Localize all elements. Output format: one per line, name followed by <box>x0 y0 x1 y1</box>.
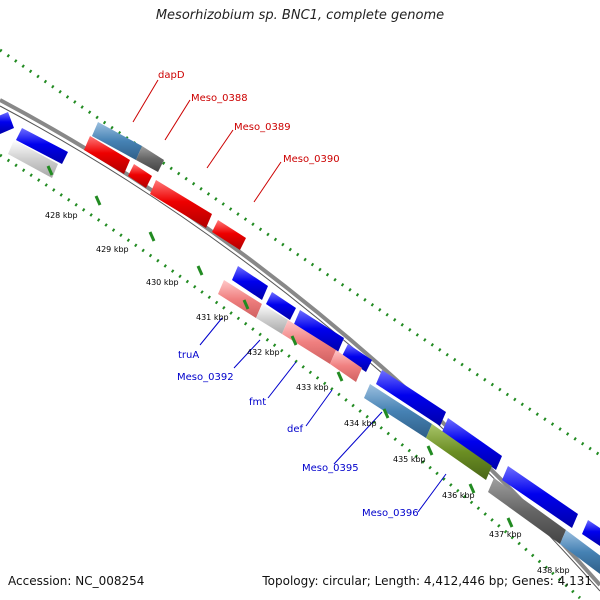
gene-feature[interactable] <box>330 350 362 382</box>
scale-label: 438 kbp <box>537 566 570 575</box>
gene-feature[interactable] <box>488 478 566 544</box>
gene-feature[interactable] <box>8 140 58 178</box>
gene-feature[interactable] <box>84 136 130 174</box>
gene-feature[interactable] <box>92 122 142 160</box>
gene-label-bottom[interactable]: def <box>287 424 304 435</box>
scale-label: 431 kbp <box>196 313 229 322</box>
gene-feature[interactable] <box>582 520 600 546</box>
gene-feature[interactable] <box>502 466 578 528</box>
gene-feature[interactable] <box>294 310 344 352</box>
gene-feature[interactable] <box>376 370 446 426</box>
genome-backbone <box>0 98 600 592</box>
gene-feature[interactable] <box>560 530 600 574</box>
scale-labels: 428 kbp 429 kbp 430 kbp 431 kbp 432 kbp … <box>45 211 570 575</box>
gene-feature[interactable] <box>266 292 296 320</box>
scale-label: 430 kbp <box>146 278 179 287</box>
gene-feature[interactable] <box>0 112 14 134</box>
scale-label: 434 kbp <box>344 419 377 428</box>
scale-label: 432 kbp <box>247 348 280 357</box>
gene-label-bottom[interactable]: Meso_0396 <box>362 508 419 519</box>
scale-ticks <box>46 165 514 528</box>
outer-feature-row <box>0 112 600 546</box>
top-gene-labels: dapD Meso_0388 Meso_0389 Meso_0390 <box>158 70 340 165</box>
scale-label: 437 kbp <box>489 530 522 539</box>
gene-feature[interactable] <box>232 266 268 300</box>
gene-feature[interactable] <box>282 320 336 364</box>
gene-feature[interactable] <box>426 424 492 480</box>
bottom-leader-lines <box>199 317 447 513</box>
gene-feature[interactable] <box>218 280 262 318</box>
top-leader-lines <box>132 79 282 203</box>
gene-feature[interactable] <box>16 128 68 164</box>
gene-feature[interactable] <box>342 344 372 372</box>
gene-label-top[interactable]: Meso_0388 <box>191 93 248 104</box>
gene-label-top[interactable]: Meso_0390 <box>283 154 340 165</box>
scale-label: 429 kbp <box>96 245 129 254</box>
accession-text: Accession: NC_008254 <box>8 574 145 588</box>
gene-feature[interactable] <box>212 220 246 250</box>
gene-feature[interactable] <box>136 146 164 172</box>
reverse-feature-row <box>84 136 246 250</box>
gene-feature[interactable] <box>128 164 152 188</box>
scale-label: 436 kbp <box>442 491 475 500</box>
gene-label-bottom[interactable]: truA <box>178 350 199 361</box>
scale-label: 435 kbp <box>393 455 426 464</box>
scale-label: 433 kbp <box>296 383 329 392</box>
scale-label: 428 kbp <box>45 211 78 220</box>
gene-feature[interactable] <box>364 384 432 438</box>
inner-feature-row <box>8 140 600 574</box>
gene-label-bottom[interactable]: Meso_0395 <box>302 463 359 474</box>
gene-feature[interactable] <box>150 180 212 228</box>
gene-feature[interactable] <box>256 304 288 334</box>
page-title: Mesorhizobium sp. BNC1, complete genome <box>155 8 445 23</box>
outer-dotted-track <box>0 48 600 457</box>
gene-label-bottom[interactable]: Meso_0392 <box>177 372 234 383</box>
gene-label-bottom[interactable]: fmt <box>249 397 266 408</box>
bottom-gene-labels: truA Meso_0392 fmt def Meso_0395 Meso_03… <box>177 350 419 519</box>
gene-label-top[interactable]: dapD <box>158 70 185 81</box>
genome-summary-text: Topology: circular; Length: 4,412,446 bp… <box>262 574 592 588</box>
gene-label-top[interactable]: Meso_0389 <box>234 122 291 133</box>
gene-feature[interactable] <box>442 418 502 470</box>
